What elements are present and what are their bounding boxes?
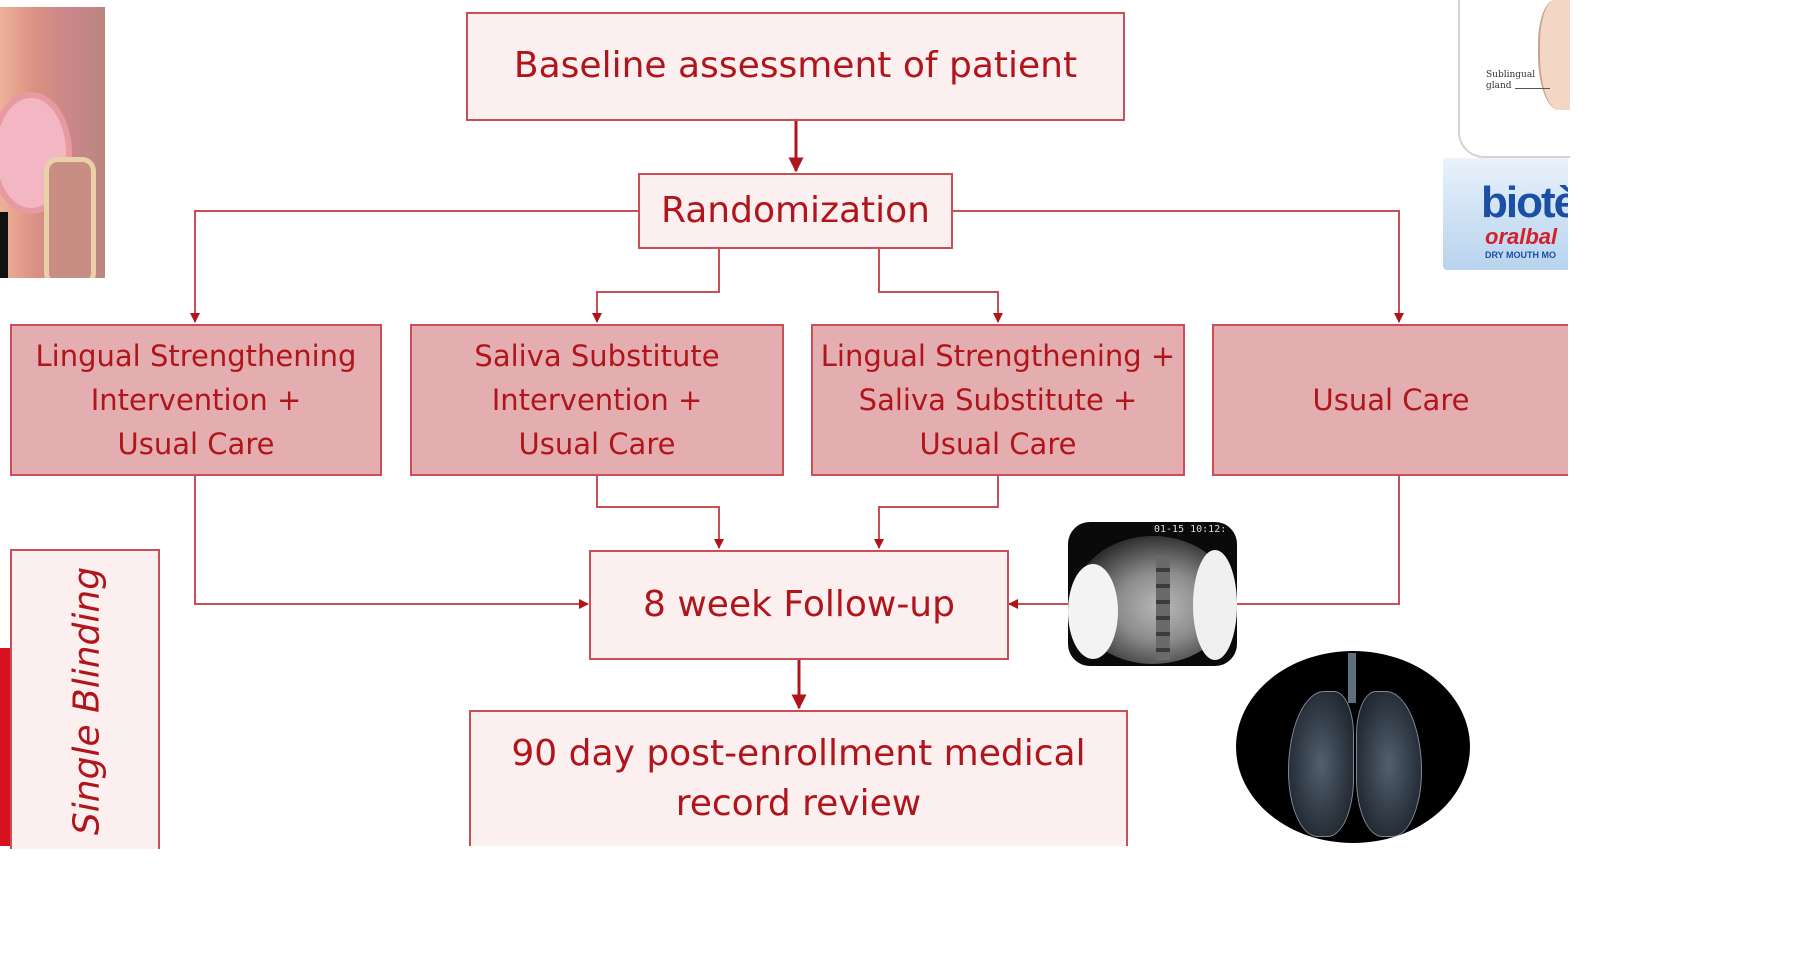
baseline-assessment-box: Baseline assessment of patient — [466, 12, 1125, 121]
arrow-arm-2-to-followup — [596, 476, 724, 549]
arm-3-line-3: Usual Care — [919, 427, 1077, 461]
arm-combined-box: Lingual Strengthening + Saliva Substitut… — [811, 324, 1185, 476]
swallow-xray-image: 01-15 10:12: — [1068, 522, 1237, 666]
arrow-arm-1-to-followup — [194, 476, 589, 609]
arm-saliva-substitute-box: Saliva Substitute Intervention + Usual C… — [410, 324, 784, 476]
product-name-text: oralbal — [1485, 224, 1558, 249]
single-blinding-label: Single Blinding — [66, 566, 108, 836]
followup-box: 8 week Follow-up — [589, 550, 1009, 660]
salivary-gland-diagram-image: Sublingual gland — [1458, 0, 1570, 158]
arrow-arm-3-to-followup — [874, 476, 999, 549]
arm-lingual-strengthening-box: Lingual Strengthening Intervention + Usu… — [10, 324, 382, 476]
followup-text: 8 week Follow-up — [643, 583, 955, 625]
randomization-text: Randomization — [661, 189, 930, 231]
arrow-to-arm-3 — [878, 249, 1003, 323]
biotene-product-image: biotè oralbal DRY MOUTH MO — [1443, 158, 1568, 270]
xray-timestamp: 01-15 10:12: — [1154, 524, 1227, 535]
arm-1-line-3: Usual Care — [117, 427, 275, 461]
arrow-to-arm-4 — [953, 210, 1404, 323]
gland-caption-line2: gland — [1486, 81, 1512, 91]
record-review-line-2: record review — [675, 783, 922, 824]
randomization-box: Randomization — [638, 173, 953, 249]
single-blinding-box: Single Blinding — [10, 549, 160, 849]
record-review-box: 90 day post-enrollment medical record re… — [469, 710, 1128, 846]
red-accent-bar — [0, 648, 10, 846]
arrow-to-arm-2 — [592, 249, 720, 323]
record-review-line-1: 90 day post-enrollment medical — [511, 733, 1086, 774]
arm-3-line-1: Lingual Strengthening + — [820, 339, 1176, 373]
lungs-image — [1236, 651, 1470, 843]
arm-4-line-1: Usual Care — [1312, 383, 1470, 417]
arm-1-line-2: Intervention + — [90, 383, 302, 417]
gland-caption-line1: Sublingual — [1486, 70, 1536, 80]
product-brand-text: biotè — [1481, 178, 1568, 227]
arm-3-line-2: Saliva Substitute + — [858, 383, 1138, 417]
throat-anatomy-image — [0, 7, 105, 278]
arm-2-line-1: Saliva Substitute — [474, 339, 720, 373]
product-tagline-text: DRY MOUTH MO — [1485, 250, 1556, 260]
arm-1-line-1: Lingual Strengthening — [35, 339, 357, 373]
arm-usual-care-box: Usual Care — [1212, 324, 1568, 476]
arrow-to-arm-1 — [190, 210, 638, 323]
flow-diagram: Sublingual gland biotè oralbal DRY MOUTH… — [0, 0, 1570, 849]
baseline-assessment-text: Baseline assessment of patient — [513, 45, 1078, 87]
arm-2-line-2: Intervention + — [491, 383, 703, 417]
arm-2-line-3: Usual Care — [518, 427, 676, 461]
